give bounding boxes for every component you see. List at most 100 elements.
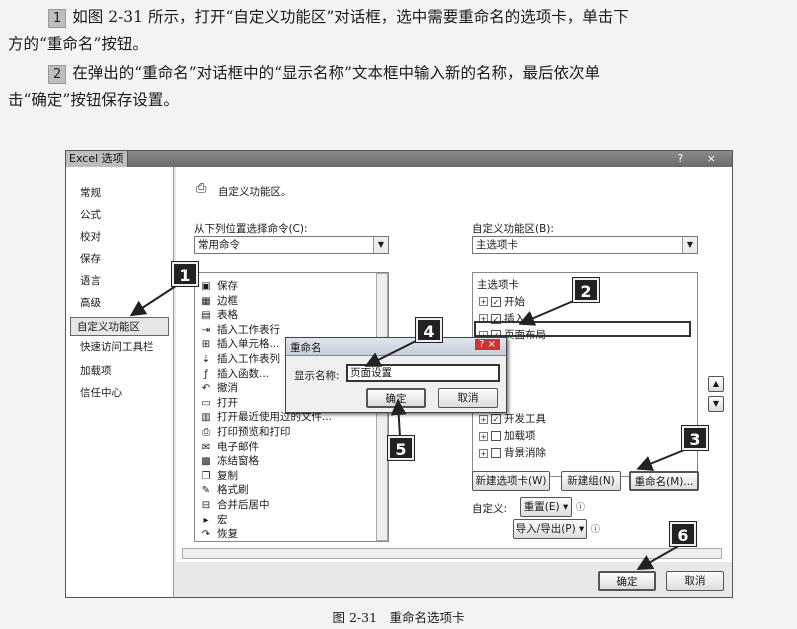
chevron-down-icon[interactable]: ▼: [682, 237, 697, 253]
step-number-badge: 2: [48, 65, 67, 84]
rename-title: 重命名: [290, 342, 322, 354]
nav-item-advanced[interactable]: 高级: [80, 297, 101, 309]
tab-label: 加载项: [504, 430, 536, 443]
step-2-line1: 在弹出的“重命名”对话框中的“显示名称”文本框中输入新的名称，最后依次单: [72, 64, 600, 82]
recent-icon: ▥: [201, 412, 211, 424]
rename-dialog: 重命名 ? × 显示名称: 页面设置 确定 取消: [285, 337, 507, 413]
command-source-select[interactable]: 常用命令 ▼: [194, 236, 389, 254]
rename-cancel-button[interactable]: 取消: [438, 388, 498, 408]
command-list-item[interactable]: ✎ 格式刷: [199, 482, 249, 497]
command-list-item[interactable]: ▭ 打开: [199, 395, 238, 410]
ok-button[interactable]: 确定: [598, 571, 656, 591]
step-2-text: 2 在弹出的“重命名”对话框中的“显示名称”文本框中输入新的名称，最后依次单 击“…: [8, 60, 788, 114]
nav-item-quick-access[interactable]: 快速访问工具栏: [80, 341, 154, 353]
expand-icon[interactable]: +: [479, 431, 488, 441]
command-list-item[interactable]: ▤表格: [199, 307, 238, 322]
command-list-item[interactable]: ↶撤消: [199, 380, 238, 395]
command-list-item[interactable]: ⊟ 合并后居中: [199, 497, 270, 512]
nav-item-proofing[interactable]: 校对: [80, 231, 101, 243]
command-label: 插入工作表行: [217, 323, 280, 336]
command-label: 表格: [217, 309, 238, 322]
tab-checkbox[interactable]: [491, 431, 501, 442]
tab-checkbox[interactable]: ✓: [491, 414, 501, 425]
nav-item-trust-center[interactable]: 信任中心: [80, 387, 122, 399]
nav-item-language[interactable]: 语言: [80, 275, 101, 287]
nav-item-general[interactable]: 常规: [80, 187, 101, 199]
print-icon: ⎙: [202, 427, 210, 438]
rename-titlebar: 重命名 ? ×: [286, 338, 506, 356]
ribbon-tab-item[interactable]: 主选项卡: [477, 277, 519, 292]
insert-cell-icon: ⊞: [201, 339, 211, 351]
command-label: 插入函数...: [217, 367, 270, 380]
tab-checkbox[interactable]: ✓: [491, 296, 501, 307]
ribbon-tab-item[interactable]: +背景消除: [479, 445, 546, 460]
command-list-item[interactable]: ✉ 电子邮件: [199, 439, 259, 454]
ribbon-tabs-select[interactable]: 主选项卡 ▼: [472, 236, 698, 254]
command-label: 打印预览和打印: [217, 426, 291, 438]
command-list-item[interactable]: ⊞插入单元格...: [199, 336, 280, 351]
ribbon-tab-item[interactable]: + 加载项: [479, 428, 536, 443]
callout-6: 6: [669, 521, 697, 547]
command-label: 电子邮件: [217, 440, 259, 453]
move-down-button[interactable]: ▼: [708, 396, 724, 412]
ribbon-tab-item[interactable]: +✓开始: [479, 294, 525, 309]
step-1-line1: 如图 2-31 所示，打开“自定义功能区”对话框，选中需要重命名的选项卡，单击下: [72, 8, 629, 26]
move-up-button[interactable]: ▲: [708, 376, 724, 392]
command-list-item[interactable]: ▣保存: [199, 278, 238, 293]
customize-label: 自定义:: [472, 503, 508, 515]
command-label: 撤消: [217, 382, 238, 395]
command-list-item[interactable]: ▥ 打开最近使用过的文件...: [199, 409, 332, 424]
command-label: 保存: [217, 280, 238, 292]
new-tab-button[interactable]: 新建选项卡(W): [472, 471, 550, 491]
expand-icon[interactable]: +: [479, 414, 488, 424]
cancel-button[interactable]: 取消: [666, 571, 724, 591]
rename-window-buttons[interactable]: ? ×: [475, 339, 500, 350]
command-label: 冻结窗格: [217, 455, 259, 468]
border-icon: ▦: [201, 295, 211, 307]
merge-icon: ⊟: [201, 500, 211, 511]
ribbon-tab-item[interactable]: +✓开发工具: [479, 411, 546, 426]
rename-ok-button[interactable]: 确定: [366, 388, 426, 408]
callout-5: 5: [387, 435, 415, 461]
command-label: 格式刷: [217, 484, 249, 497]
nav-item-save[interactable]: 保存: [80, 253, 101, 265]
reset-button[interactable]: 重置(E) ▾: [520, 497, 572, 517]
freeze-icon: ▩: [201, 456, 211, 468]
dialog-title: Excel 选项: [66, 151, 128, 167]
command-list-item[interactable]: ⎙ 打印预览和打印: [199, 424, 291, 439]
nav-item-addins[interactable]: 加载项: [80, 365, 112, 377]
tab-label: 开始: [504, 295, 525, 308]
email-icon: ✉: [201, 441, 211, 453]
import-export-button[interactable]: 导入/导出(P) ▾: [513, 519, 587, 539]
command-list-item[interactable]: ⇣插入工作表列: [199, 351, 280, 366]
expand-icon[interactable]: +: [479, 297, 488, 307]
step-2-line2: 击“确定”按钮保存设置。: [8, 91, 179, 109]
display-name-input[interactable]: 页面设置: [346, 364, 500, 382]
tab-checkbox[interactable]: ✓: [491, 313, 501, 324]
command-list-item[interactable]: ⇥插入工作表行: [199, 322, 280, 337]
command-list-item[interactable]: ▦ 边框: [199, 293, 238, 308]
nav-item-customize-ribbon[interactable]: 自定义功能区: [70, 317, 169, 336]
callout-2: 2: [572, 277, 600, 303]
left-combo-label: 从下列位置选择命令(C):: [194, 223, 308, 235]
command-list-item[interactable]: ❐复制: [199, 468, 238, 483]
command-list-item[interactable]: ▸宏: [199, 512, 227, 527]
expand-icon[interactable]: +: [479, 448, 488, 458]
command-list-item[interactable]: ↷恢复: [199, 526, 238, 541]
command-label: 边框: [217, 294, 238, 307]
rename-button[interactable]: 重命名(M)...: [629, 471, 699, 491]
command-label: 合并后居中: [217, 499, 270, 511]
command-list-item[interactable]: ▩ 冻结窗格: [199, 453, 259, 468]
nav-item-formulas[interactable]: 公式: [80, 209, 101, 221]
tab-checkbox[interactable]: [491, 448, 501, 458]
new-group-button[interactable]: 新建组(N): [561, 471, 621, 491]
panel-horizontal-scrollbar[interactable]: [182, 548, 722, 559]
open-icon: ▭: [201, 397, 211, 409]
command-label: 打开最近使用过的文件...: [217, 411, 333, 424]
format-painter-icon: ✎: [201, 485, 211, 497]
chevron-down-icon[interactable]: ▼: [373, 237, 388, 253]
window-buttons[interactable]: ? ×: [677, 152, 726, 165]
command-label: 打开: [217, 396, 238, 409]
